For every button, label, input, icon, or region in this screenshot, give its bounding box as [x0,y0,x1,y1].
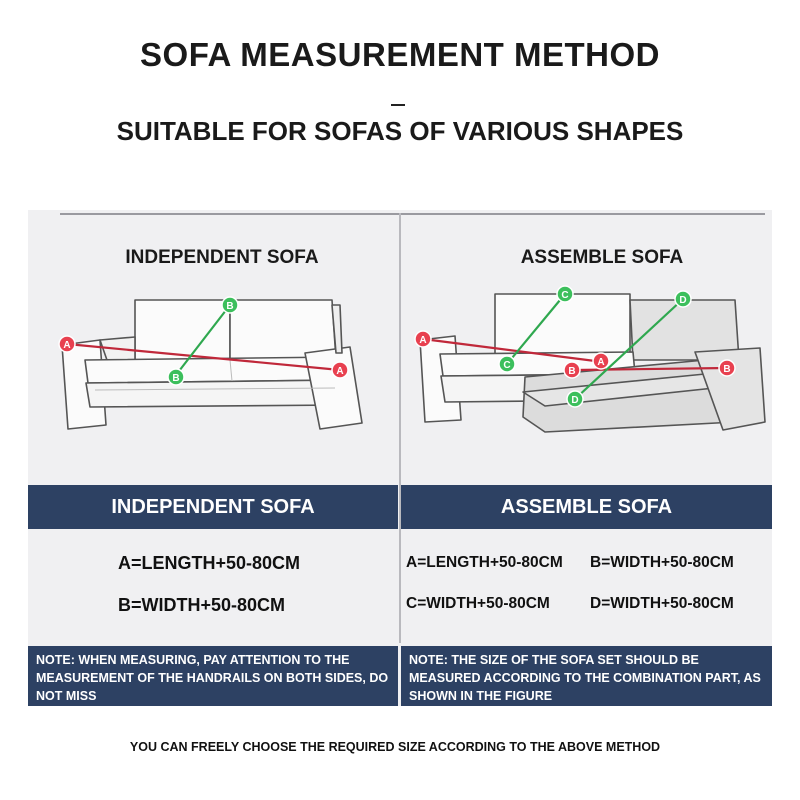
formula-a-left: A=LENGTH+50-80CM [118,553,301,573]
marker-d-top: D [674,290,692,308]
svg-text:A: A [336,366,343,377]
svg-text:D: D [571,395,578,406]
marker-a-left: A [58,335,76,353]
svg-text:A: A [597,357,604,368]
independent-sofa-band: INDEPENDENT SOFA [28,485,398,529]
title-divider [391,104,405,106]
assemble-sofa-band: ASSEMBLE SOFA [401,485,772,529]
page-title: SOFA MEASUREMENT METHOD [140,36,660,73]
assemble-sofa-illustration: A C D C B A B D [414,285,766,433]
marker-a-right: A [331,361,349,379]
svg-text:B: B [723,364,730,375]
marker-a-right: A [592,352,610,370]
assemble-sofa-note-band: NOTE: THE SIZE OF THE SOFA SET SHOULD BE… [401,646,772,706]
formula-c-right: C=WIDTH+50-80CM [406,595,550,612]
marker-c-top: C [556,285,574,303]
page-subtitle: SUITABLE FOR SOFAS OF VARIOUS SHAPES [116,116,684,146]
marker-d-seat: D [566,390,584,408]
marker-b-seat: B [167,368,185,386]
marker-c-seat: C [498,355,516,373]
independent-sofa-illustration: A B B A [58,296,363,430]
measure-line-c [506,293,566,365]
independent-sofa-band-label: INDEPENDENT SOFA [111,496,315,518]
marker-b-left: B [563,361,581,379]
measure-line-b [175,304,231,376]
assemble-sofa-note: NOTE: THE SIZE OF THE SOFA SET SHOULD BE… [409,653,761,703]
svg-text:A: A [63,340,70,351]
formula-a-right: A=LENGTH+50-80CM [406,554,563,571]
marker-b-top: B [221,296,239,314]
footer-text: YOU CAN FREELY CHOOSE THE REQUIRED SIZE … [129,740,661,754]
svg-text:C: C [503,360,510,371]
formula-b-left: B=WIDTH+50-80CM [118,595,286,615]
assemble-sofa-band-label: ASSEMBLE SOFA [500,496,673,518]
formula-d-right: D=WIDTH+50-80CM [590,595,734,612]
measure-line-a [66,342,341,372]
svg-text:A: A [419,335,426,346]
svg-text:C: C [561,290,568,301]
formula-b-right: B=WIDTH+50-80CM [590,554,734,571]
svg-text:B: B [226,301,233,312]
measure-line-a [422,337,604,364]
top-rule [60,213,765,215]
measure-line-d [574,298,684,400]
marker-a-left: A [414,330,432,348]
marker-b-right: B [718,359,736,377]
independent-sofa-note-band: NOTE: WHEN MEASURING, PAY ATTENTION TO T… [28,646,398,706]
column-divider [399,213,401,643]
svg-text:B: B [172,373,179,384]
independent-sofa-label: INDEPENDENT SOFA [125,247,319,268]
svg-text:D: D [679,295,686,306]
independent-sofa-note: NOTE: WHEN MEASURING, PAY ATTENTION TO T… [36,653,389,703]
assemble-sofa-label: ASSEMBLE SOFA [520,247,684,268]
svg-text:B: B [568,366,575,377]
